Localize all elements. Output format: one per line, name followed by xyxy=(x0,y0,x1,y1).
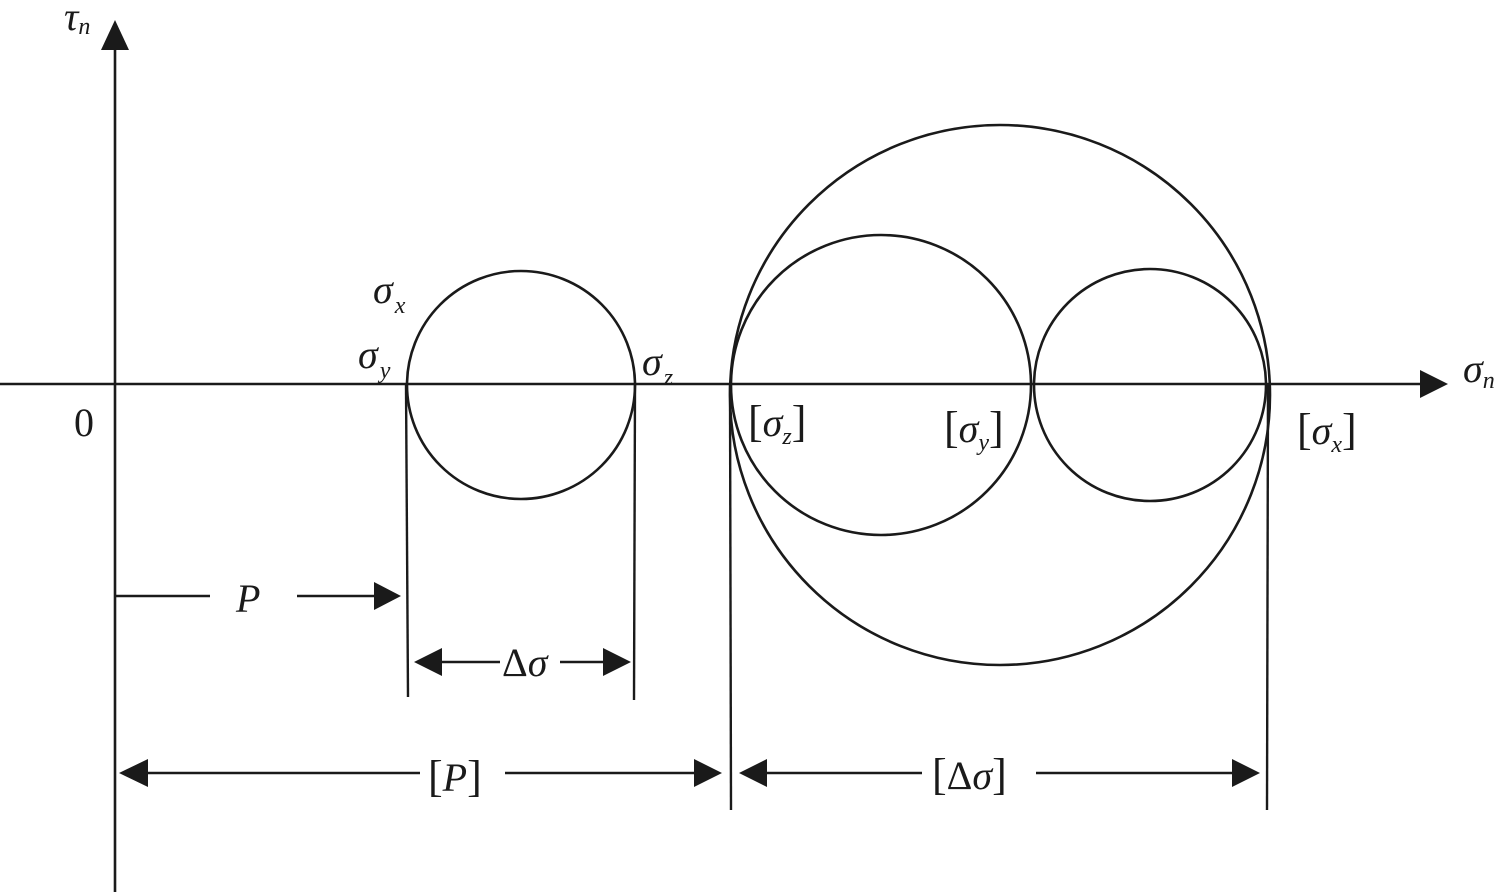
horizontal-axis-arrowhead xyxy=(1420,370,1448,398)
extension-line-allow-sigma-z xyxy=(728,384,733,811)
allow-delta-sigma-arrowhead-left xyxy=(739,759,767,787)
extension-line-sigma-y xyxy=(404,384,410,698)
allow-p-label: [P] xyxy=(428,752,482,801)
sigma-x-label: σx xyxy=(373,267,406,319)
allowable-outer-circle xyxy=(728,123,1272,667)
allowable-inner-circle-right xyxy=(1032,267,1268,503)
p-dimension-label: P xyxy=(235,576,260,621)
sigma-y-label: σy xyxy=(358,332,391,384)
origin-label: 0 xyxy=(74,400,94,445)
p-dimension-arrowhead xyxy=(374,582,401,610)
delta-sigma-arrowhead-right xyxy=(603,648,631,676)
extension-line-allow-sigma-x xyxy=(1265,384,1270,811)
allowable-sigma-y-label: [σy] xyxy=(944,403,1004,456)
horizontal-axis-label: σn xyxy=(1463,346,1495,394)
delta-sigma-label: Δσ xyxy=(502,640,549,685)
delta-sigma-arrowhead-left xyxy=(414,648,442,676)
allow-delta-sigma-arrowhead-right xyxy=(1232,759,1260,787)
vertical-axis-label: τn xyxy=(64,0,90,40)
allow-delta-sigma-label: [Δσ] xyxy=(932,750,1007,799)
allowable-sigma-x-label: [σx] xyxy=(1297,405,1357,458)
sigma-z-label: σz xyxy=(642,339,674,391)
vertical-axis-arrowhead xyxy=(101,20,129,50)
allow-p-arrowhead-right xyxy=(694,759,722,787)
allow-p-arrowhead-left xyxy=(119,759,148,787)
extension-line-sigma-z xyxy=(632,384,637,701)
allowable-sigma-z-label: [σz] xyxy=(748,397,806,450)
